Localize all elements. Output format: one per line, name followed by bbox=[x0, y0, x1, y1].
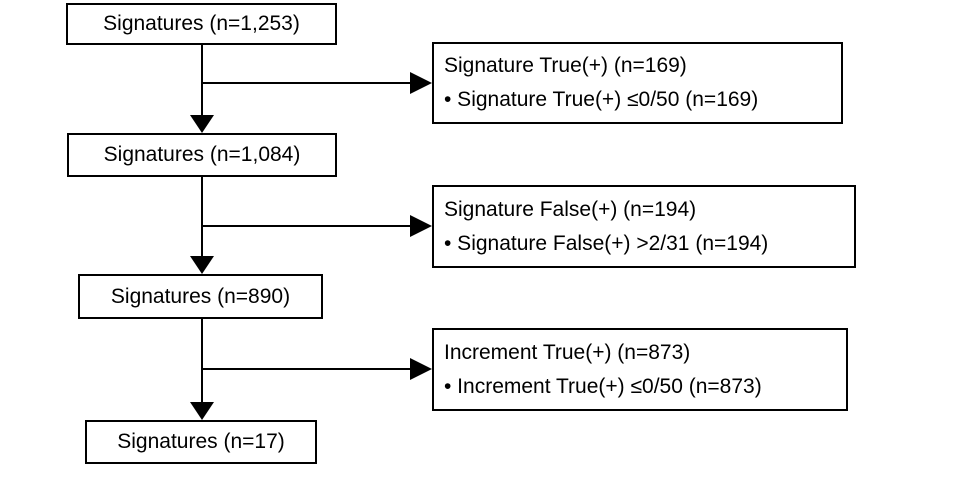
node-exclusion-increment-true: Increment True(+) (n=873) • Increment Tr… bbox=[432, 328, 848, 411]
arrow-line-vertical-2 bbox=[201, 177, 203, 258]
exclusion-detail: • Signature False(+) >2/31 (n=194) bbox=[444, 231, 769, 255]
arrow-line-branch-1 bbox=[202, 82, 410, 84]
node-signatures-initial: Signatures (n=1,253) bbox=[66, 3, 337, 45]
down-arrowhead-icon bbox=[190, 256, 214, 274]
node-label: Signatures (n=1,253) bbox=[103, 12, 300, 35]
exclusion-title: Increment True(+) (n=873) bbox=[444, 340, 691, 364]
node-label: Signatures (n=17) bbox=[117, 430, 285, 453]
node-label: Signatures (n=1,084) bbox=[103, 143, 301, 166]
node-signatures-final: Signatures (n=17) bbox=[85, 420, 317, 464]
down-arrowhead-icon bbox=[190, 402, 214, 420]
arrow-line-vertical-1 bbox=[201, 45, 203, 117]
exclusion-title: Signature False(+) (n=194) bbox=[444, 197, 697, 221]
node-exclusion-signature-true: Signature True(+) (n=169) • Signature Tr… bbox=[432, 42, 843, 124]
right-arrowhead-icon bbox=[410, 72, 432, 94]
node-exclusion-signature-false: Signature False(+) (n=194) • Signature F… bbox=[432, 185, 856, 268]
node-label: Signatures (n=890) bbox=[110, 284, 291, 308]
arrow-line-branch-2 bbox=[202, 225, 410, 227]
exclusion-title: Signature True(+) (n=169) bbox=[444, 54, 687, 77]
node-signatures-step2: Signatures (n=1,084) bbox=[67, 133, 337, 177]
down-arrowhead-icon bbox=[190, 115, 214, 133]
node-signatures-step3: Signatures (n=890) bbox=[78, 274, 323, 319]
arrow-line-vertical-3 bbox=[201, 319, 203, 404]
right-arrowhead-icon bbox=[410, 358, 432, 380]
arrow-line-branch-3 bbox=[202, 368, 410, 370]
right-arrowhead-icon bbox=[410, 215, 432, 237]
exclusion-detail: • Increment True(+) ≤0/50 (n=873) bbox=[444, 374, 762, 398]
exclusion-detail: • Signature True(+) ≤0/50 (n=169) bbox=[444, 88, 759, 111]
